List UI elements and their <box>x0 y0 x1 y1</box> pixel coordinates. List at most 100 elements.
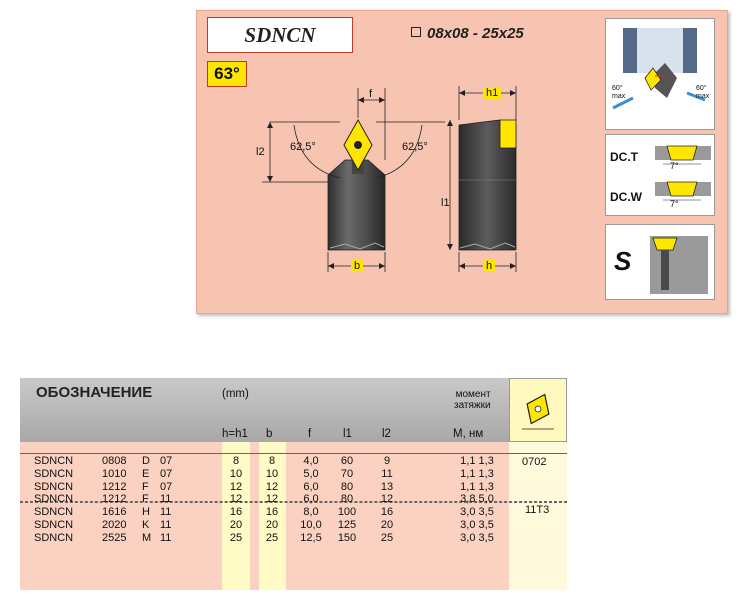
cell-letter: M <box>142 531 152 544</box>
col-header-l2: l2 <box>382 428 391 440</box>
cell-f: 8,0 <box>303 506 319 519</box>
screw-diagram <box>650 236 708 294</box>
table-title: ОБОЗНАЧЕНИЕ <box>36 384 153 401</box>
cell-b: 12 <box>265 480 279 493</box>
cell-l1: 150 <box>337 531 357 544</box>
max-right-label: 60°max <box>696 85 710 100</box>
dim-l2: l2 <box>256 146 265 158</box>
row-separator <box>20 502 567 503</box>
cell-f: 6,0 <box>303 493 319 506</box>
insert-diamond-icon <box>522 393 554 430</box>
cell-b: 12 <box>265 493 279 506</box>
row-separator <box>20 501 567 502</box>
col-header-h: h=h1 <box>222 428 248 440</box>
cell-f: 5,0 <box>303 467 319 480</box>
col-header-m: M, нм <box>453 428 484 440</box>
cell-l2: 16 <box>380 506 394 519</box>
col-h-highlight <box>222 442 250 590</box>
cell-b: 25 <box>265 531 279 544</box>
cell-h: 20 <box>229 519 243 531</box>
cell-h: 12 <box>229 480 243 493</box>
cell-h: 10 <box>229 467 243 480</box>
cell-b: 8 <box>268 455 276 467</box>
cell-letter: K <box>142 519 150 531</box>
cell-l2: 12 <box>380 493 394 506</box>
dim-b: b <box>351 260 364 272</box>
cell-l2: 25 <box>380 531 394 544</box>
dcw-label: DC.W <box>610 190 642 204</box>
cell-letter: E <box>142 467 150 480</box>
cell-letter: D <box>142 455 150 467</box>
square-icon <box>411 27 421 37</box>
cell-letter: F <box>142 493 149 506</box>
dct-angle: 7° <box>670 161 679 171</box>
cell-insert: 11 <box>160 506 172 519</box>
cell-m: 3,8 5,0 <box>460 493 494 506</box>
cell-f: 12,5 <box>300 531 322 544</box>
cell-l2: 11 <box>381 467 393 480</box>
cell-m: 3,0 3,5 <box>460 519 494 531</box>
col-header-f: f <box>308 428 312 440</box>
cell-m: 1,1 1,3 <box>460 467 494 480</box>
cell-m: 3,0 3,5 <box>460 531 494 544</box>
cell-h: 25 <box>229 531 243 544</box>
cell-m: 3,0 3,5 <box>460 506 494 519</box>
cell-letter: F <box>142 480 149 493</box>
dim-h1: h1 <box>483 87 502 99</box>
front-view <box>262 88 445 272</box>
insert-code-0702: 0702 <box>522 456 547 468</box>
cell-m: 1,1 1,3 <box>460 455 494 467</box>
product-title: SDNCN <box>207 17 353 53</box>
cell-l1: 60 <box>340 455 354 467</box>
dcw-angle: 7° <box>670 199 679 209</box>
cell-l2: 13 <box>380 480 394 493</box>
cell-letter: H <box>142 506 150 519</box>
cell-size: 1010 <box>102 467 127 480</box>
machining-diagram <box>612 28 706 110</box>
angle-left-label: 62,5° <box>290 141 316 153</box>
insert-code-11t3: 11T3 <box>525 504 550 516</box>
cell-f: 6,0 <box>303 480 319 493</box>
max-left-label: 60°max <box>612 85 626 100</box>
cell-insert: 11 <box>160 531 172 544</box>
cell-insert: 07 <box>160 467 173 480</box>
cell-h: 12 <box>229 493 243 506</box>
cell-f: 10,0 <box>300 519 322 531</box>
dim-l1: l1 <box>441 197 450 209</box>
cell-l2: 20 <box>380 519 394 531</box>
cell-l1: 100 <box>337 506 357 519</box>
col-header-l1: l1 <box>343 428 352 440</box>
shank-range: 08x08 - 25x25 <box>411 25 524 42</box>
cell-series: SDNCN <box>34 455 74 467</box>
cell-size: 0808 <box>102 455 127 467</box>
screw-type-label: S <box>614 246 632 276</box>
cell-f: 4,0 <box>303 455 319 467</box>
cell-series: SDNCN <box>34 506 74 519</box>
cell-l1: 80 <box>340 480 354 493</box>
dim-f: f <box>369 88 373 100</box>
cell-l2: 9 <box>383 455 391 467</box>
cell-insert: 07 <box>160 480 173 493</box>
cell-series: SDNCN <box>34 531 74 544</box>
cell-h: 16 <box>229 506 243 519</box>
cell-m: 1,1 1,3 <box>460 480 494 493</box>
dim-h: h <box>483 260 496 272</box>
cell-series: SDNCN <box>34 519 74 531</box>
cell-series: SDNCN <box>34 467 74 480</box>
cell-series: SDNCN <box>34 480 74 493</box>
table-header <box>20 378 509 442</box>
cell-size: 1212 <box>102 493 127 506</box>
side-view <box>447 86 517 272</box>
cell-l1: 70 <box>340 467 354 480</box>
cell-series: SDNCN <box>34 493 74 506</box>
angle-badge: 63° <box>207 61 247 87</box>
cell-size: 1616 <box>102 506 127 519</box>
tool-drawing <box>262 86 517 272</box>
cell-insert: 11 <box>160 493 172 506</box>
cell-size: 2020 <box>102 519 127 531</box>
cell-l1: 125 <box>337 519 357 531</box>
cell-insert: 11 <box>160 519 172 531</box>
insert-icon-cell <box>509 378 567 442</box>
col-header-b: b <box>266 428 273 440</box>
cell-b: 10 <box>265 467 279 480</box>
